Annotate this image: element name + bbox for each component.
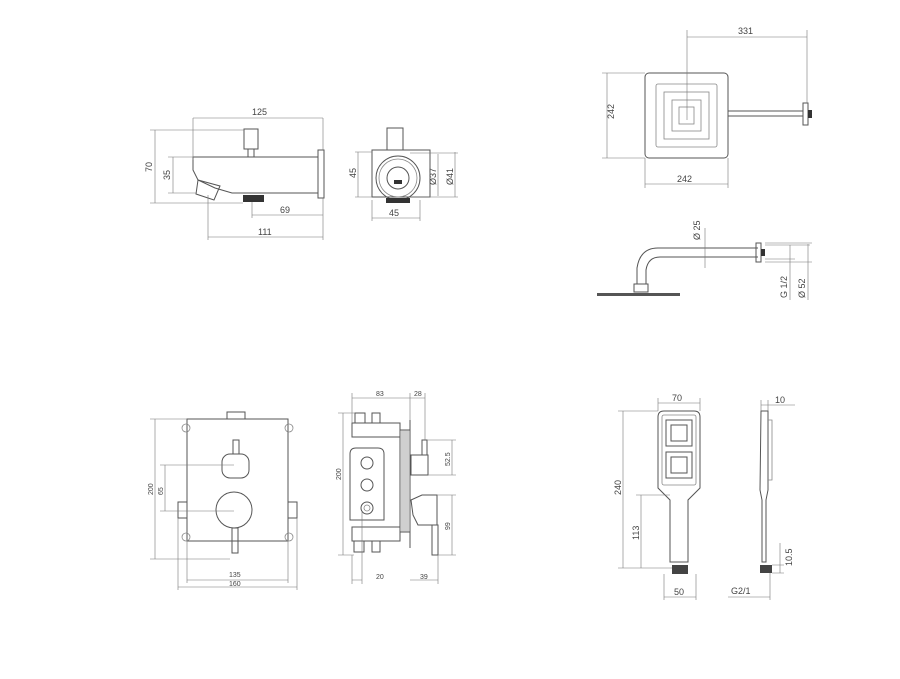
dim-spout-body-height: 35 bbox=[162, 170, 172, 180]
dim-handle-spacing: 65 bbox=[158, 487, 165, 495]
dim-end-width: 45 bbox=[389, 208, 399, 218]
spout-side-view: 125 70 35 69 111 bbox=[144, 107, 325, 240]
mixer-valve-side-view: 83 28 200 52.5 99 20 39 bbox=[336, 391, 456, 584]
dim-trim-depth: 28 bbox=[414, 391, 422, 398]
dim-head-depth: 242 bbox=[606, 104, 616, 119]
head-shower-side-view: Ø 25 G 1/2 Ø 52 bbox=[597, 220, 812, 300]
dim-arm-dia: Ø 25 bbox=[692, 220, 702, 240]
spout-body bbox=[192, 156, 319, 194]
dim-base-width: 50 bbox=[674, 587, 684, 597]
dim-connector-height: 10.5 bbox=[784, 548, 794, 566]
diverter-handle bbox=[221, 453, 250, 479]
spout-nozzle bbox=[195, 179, 221, 201]
dim-hand-thread: G2/1 bbox=[731, 586, 751, 596]
dim-outer-dia: Ø41 bbox=[445, 168, 455, 185]
dim-hand-width: 70 bbox=[672, 393, 682, 403]
dim-inner-dia: Ø37 bbox=[428, 168, 438, 185]
aerator-block bbox=[243, 195, 264, 202]
dim-end-height: 45 bbox=[348, 168, 358, 178]
dim-upper-offset: 52.5 bbox=[445, 452, 452, 466]
valve-body bbox=[349, 447, 385, 521]
dim-spout-length: 125 bbox=[252, 107, 267, 117]
dim-thread-g12: G 1/2 bbox=[779, 276, 789, 298]
valve-cover-plate bbox=[186, 418, 289, 542]
dim-lever-depth: 39 bbox=[420, 574, 428, 581]
hand-shower-connector bbox=[672, 565, 688, 574]
dim-box-depth: 83 bbox=[376, 391, 384, 398]
dim-hand-length: 240 bbox=[613, 480, 623, 495]
spout-end-view: 45 45 Ø37 Ø41 bbox=[348, 127, 458, 221]
dim-lower-offset: 99 bbox=[445, 522, 452, 530]
shower-head-plate bbox=[644, 72, 729, 159]
dim-head-width: 242 bbox=[677, 174, 692, 184]
dim-grip-length: 113 bbox=[631, 526, 641, 540]
dim-spout-projection: 111 bbox=[258, 227, 272, 237]
dim-spout-height: 70 bbox=[144, 162, 154, 172]
diverter-knob bbox=[243, 128, 259, 150]
dim-valve-height: 200 bbox=[148, 483, 155, 495]
shower-head-plate-side bbox=[597, 293, 680, 296]
dim-plate-width: 135 bbox=[229, 572, 241, 579]
dim-overall-width: 160 bbox=[229, 581, 241, 588]
hand-shower-side-view: 10 10.5 G2/1 bbox=[728, 395, 795, 600]
dim-side-height: 200 bbox=[336, 468, 343, 480]
dim-flange-dia: Ø 52 bbox=[797, 278, 807, 298]
head-shower-top-view: 331 242 242 bbox=[602, 26, 812, 188]
mixer-handle bbox=[215, 491, 253, 529]
dim-hand-thickness: 10 bbox=[775, 395, 785, 405]
mixer-valve-front-view: 200 65 135 160 bbox=[148, 411, 298, 590]
hand-shower-body bbox=[657, 410, 701, 563]
spout-end-square bbox=[371, 149, 431, 198]
dim-arm-length: 331 bbox=[738, 26, 753, 36]
dim-inlet-offset: 20 bbox=[376, 574, 384, 581]
dim-outlet-offset: 69 bbox=[280, 205, 290, 215]
hand-shower-front-view: 70 240 113 50 bbox=[613, 393, 701, 600]
